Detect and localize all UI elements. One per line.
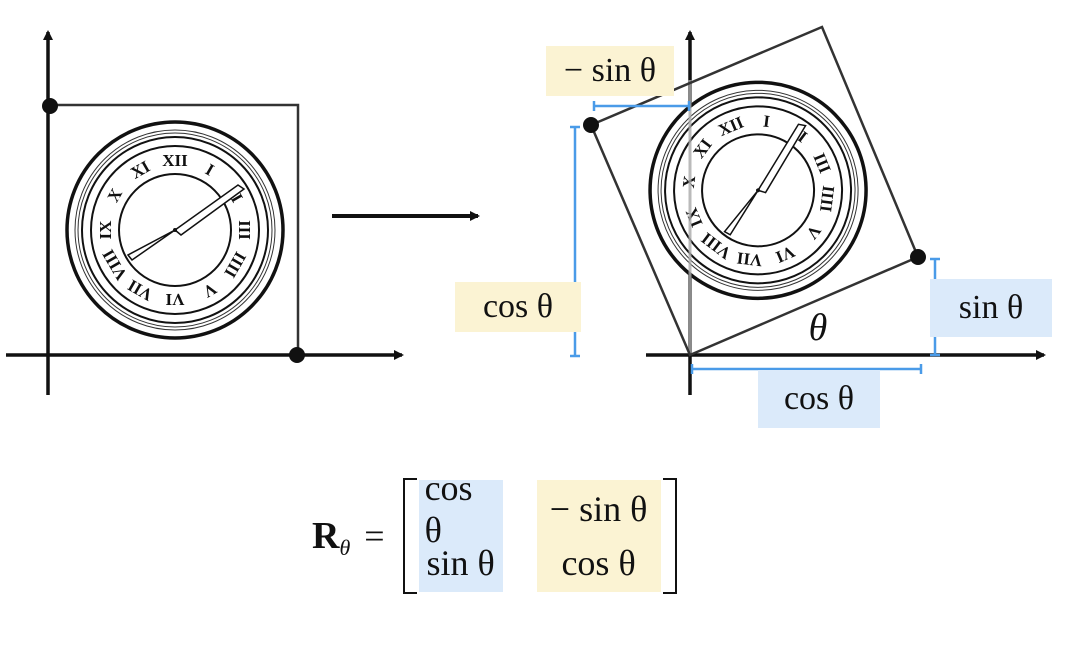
- clock-ring: [74, 129, 276, 331]
- matrix-column-2: − sin θ cos θ: [536, 480, 661, 592]
- clock-pivot: [756, 188, 761, 193]
- unit-square-original: [48, 103, 300, 355]
- right-bracket: [662, 478, 677, 594]
- matrix-cell-11: cos θ: [424, 468, 473, 550]
- point-e2: [42, 98, 58, 114]
- clock-ring: [77, 132, 273, 328]
- clock-numeral: IIII: [816, 184, 838, 213]
- label-neg-sin: − sin θ: [546, 46, 674, 96]
- clock-numeral: VI: [165, 290, 184, 309]
- clock-ring: [90, 145, 260, 315]
- clock-ring: [701, 133, 816, 248]
- matrix-cell-21: sin θ: [426, 543, 495, 583]
- clock-ring: [664, 96, 853, 285]
- matrix-symbol: R: [312, 515, 340, 557]
- clock-hour-hand: [723, 189, 759, 236]
- original-frame: XIIIIIIIIIIIIVVIVIIVIIIIXXXI: [6, 30, 404, 395]
- matrix-cell-12: − sin θ: [549, 489, 648, 529]
- clock-numeral: XII: [162, 151, 188, 170]
- clock-ring: [673, 105, 844, 276]
- matrix-subscript: θ: [339, 535, 351, 560]
- equals-sign: =: [364, 516, 385, 556]
- clock-image-original: XIIIIIIIIIIIIVVIVIIVIIIIXXXI: [65, 120, 285, 340]
- matrix-column-1: cos θ sin θ: [418, 468, 503, 592]
- clock-image-rotated: XIIIIIIIIIIIIVVIVIIVIIIIXXXI: [648, 80, 868, 301]
- clock-numeral: IX: [96, 220, 115, 240]
- label-cos-bottom: cos θ: [758, 370, 880, 428]
- clock-ring: [118, 173, 232, 287]
- clock-numeral: I: [762, 111, 771, 131]
- clock-ring: [81, 136, 269, 324]
- clock-minute-hand: [756, 123, 807, 194]
- unit-square-rotated: [589, 25, 920, 357]
- clock-ring: [660, 92, 856, 288]
- rotated-frame: XIIIIIIIIIIIIVVIVIIVIIIIXXXI: [570, 25, 1046, 395]
- rotation-matrix: R θ = cos θ sin θ − sin θ cos θ: [312, 468, 677, 594]
- clock-hour-hand: [126, 229, 176, 262]
- label-theta-angle: θ: [808, 307, 828, 349]
- left-bracket: [402, 478, 417, 594]
- label-sin-right: sin θ: [930, 279, 1052, 337]
- point-rotated-e1: [910, 249, 926, 265]
- label-cos-left: cos θ: [455, 282, 581, 332]
- measure-neg-sin: [592, 101, 691, 111]
- clock-numeral: VII: [735, 248, 763, 270]
- clock-ring: [657, 89, 859, 291]
- clock-numeral: III: [235, 220, 254, 240]
- clock-minute-hand: [173, 184, 246, 236]
- measure-cos-horizontal: [690, 364, 923, 374]
- matrix-cell-22: cos θ: [561, 543, 636, 583]
- clock-pivot: [173, 228, 177, 232]
- point-rotated-e2: [583, 117, 599, 133]
- point-e1: [289, 347, 305, 363]
